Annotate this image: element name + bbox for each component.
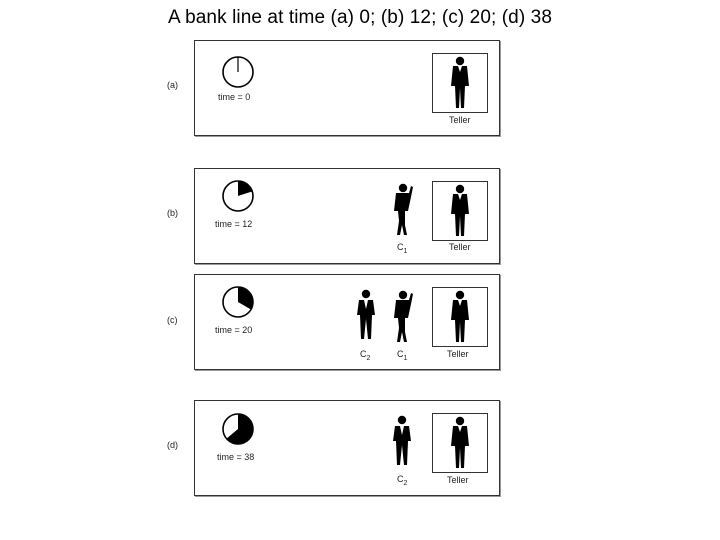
customer-c1-icon (394, 183, 413, 235)
figure-title: A bank line at time (a) 0; (b) 12; (c) 2… (167, 7, 552, 28)
panel-d: time = 38 C2 Teller (194, 400, 500, 496)
customer-subscript: 1 (403, 247, 408, 255)
customer-subscript: 1 (403, 354, 408, 362)
clock-icon (222, 286, 254, 318)
customer-name: C (360, 349, 367, 359)
customer-c1-caption: C1 (397, 242, 407, 255)
clock-icon (222, 180, 254, 212)
panel-a-label: (a) (167, 80, 178, 90)
teller-figure-icon (451, 56, 469, 108)
teller-caption: Teller (447, 349, 469, 359)
customer-c2-icon (357, 289, 375, 339)
teller-window (432, 413, 488, 473)
teller-window (432, 53, 488, 113)
time-label: time = 0 (218, 92, 251, 102)
clock-icon (222, 413, 254, 445)
panel-a: time = 0 Teller (194, 40, 500, 136)
clock-icon (222, 56, 254, 88)
panel-b: time = 12 C1 Teller (194, 168, 500, 264)
customer-c2-caption: C2 (360, 349, 370, 362)
teller-caption: Teller (449, 115, 471, 125)
time-label: time = 12 (215, 219, 253, 229)
teller-figure-icon (451, 184, 469, 236)
panel-b-label: (b) (167, 208, 178, 218)
time-label: time = 38 (217, 452, 255, 462)
time-label: time = 20 (215, 325, 253, 335)
customer-name: C (397, 474, 404, 484)
customer-c2-caption: C2 (397, 474, 407, 487)
customer-name: C (397, 242, 404, 252)
customer-c2-icon (393, 415, 411, 465)
customer-subscript: 2 (366, 354, 371, 362)
panel-c: time = 20 C2 C1 Teller (194, 274, 500, 370)
panel-c-label: (c) (167, 315, 178, 325)
teller-figure-icon (451, 416, 469, 468)
teller-caption: Teller (447, 475, 469, 485)
teller-window (432, 287, 488, 347)
customer-c1-caption: C1 (397, 349, 407, 362)
customer-name: C (397, 349, 404, 359)
panel-d-label: (d) (167, 440, 178, 450)
teller-figure-icon (451, 290, 469, 342)
teller-window (432, 181, 488, 241)
customer-subscript: 2 (403, 479, 408, 487)
customer-c1-icon (394, 290, 413, 342)
teller-caption: Teller (449, 242, 471, 252)
